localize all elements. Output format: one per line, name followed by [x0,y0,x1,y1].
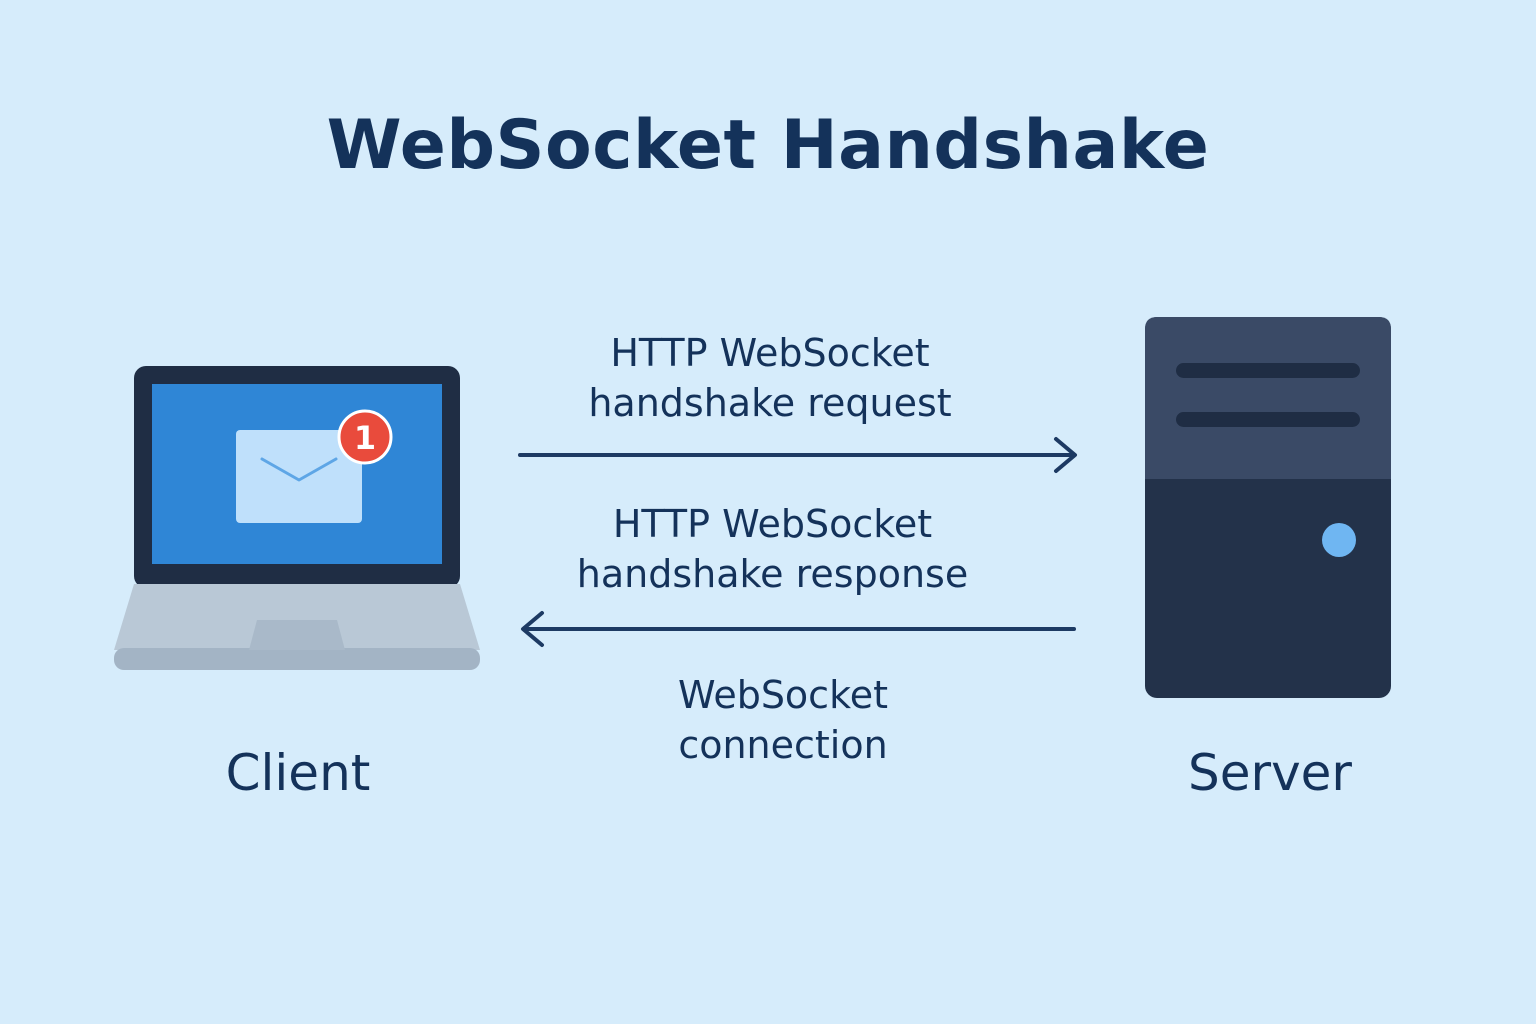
envelope-flap [260,457,338,482]
laptop-base-edge [114,648,480,670]
server-drive-slot-1 [1176,363,1360,378]
envelope-body [236,430,362,523]
connection-label-line-1: WebSocket [677,673,889,717]
connection-label: WebSocket connection [583,670,983,770]
request-label-line-2: handshake request [588,381,952,425]
notification-count: 1 [354,419,376,457]
response-label: HTTP WebSocket handshake response [520,499,1025,599]
server-drive-slot-2 [1176,412,1360,427]
server-top-panel [1145,317,1391,479]
response-arrow [521,611,1076,647]
server-label: Server [1188,744,1352,802]
connection-label-line-2: connection [678,723,888,767]
request-label: HTTP WebSocket handshake request [520,328,1020,428]
request-label-line-1: HTTP WebSocket [610,331,930,375]
response-label-line-2: handshake response [576,552,969,596]
arrow-left-icon [521,611,544,647]
laptop-base [114,584,480,650]
server-tower-icon [1145,317,1391,698]
request-arrow [518,437,1077,473]
diagram-title: WebSocket Handshake [326,106,1210,185]
laptop-trackpad [249,620,345,650]
arrow-right-icon [1054,437,1077,473]
server-power-led [1322,523,1356,557]
notification-badge: 1 [337,409,393,465]
envelope-icon [236,430,362,523]
client-label: Client [225,744,371,802]
response-label-line-1: HTTP WebSocket [612,502,933,546]
